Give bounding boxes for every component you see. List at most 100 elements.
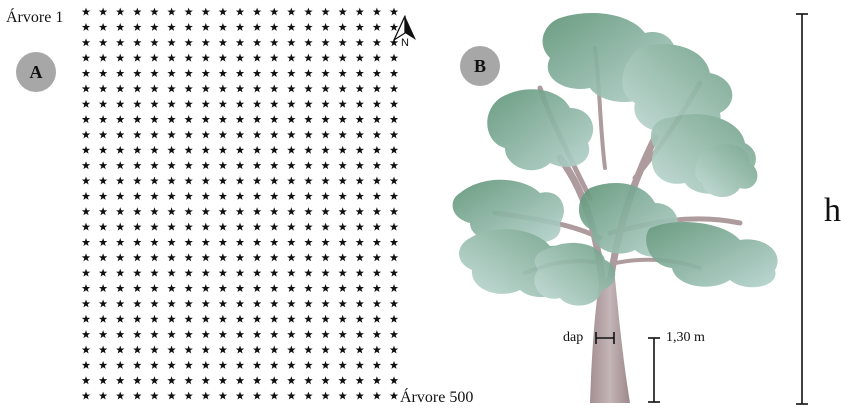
star-marker-icon (373, 238, 381, 246)
star-marker-icon (373, 299, 381, 307)
star-marker-icon (82, 223, 90, 231)
star-marker-icon (356, 8, 364, 16)
star-marker-icon (390, 146, 398, 154)
star-marker-icon (321, 84, 329, 92)
star-marker-icon (390, 392, 398, 400)
star-marker-icon (338, 346, 346, 354)
star-marker-icon (356, 376, 364, 384)
star-marker-icon (82, 146, 90, 154)
star-marker-icon (253, 238, 261, 246)
star-marker-icon (150, 315, 158, 323)
star-marker-icon (338, 392, 346, 400)
star-marker-icon (184, 361, 192, 369)
star-marker-icon (184, 192, 192, 200)
star-marker-icon (82, 161, 90, 169)
star-marker-icon (321, 23, 329, 31)
star-marker-icon (184, 207, 192, 215)
star-marker-icon (373, 161, 381, 169)
star-marker-icon (82, 376, 90, 384)
star-marker-icon (150, 177, 158, 185)
star-marker-icon (253, 269, 261, 277)
star-marker-icon (236, 376, 244, 384)
star-marker-icon (133, 346, 141, 354)
star-marker-icon (270, 315, 278, 323)
star-marker-icon (304, 146, 312, 154)
star-marker-icon (270, 361, 278, 369)
star-marker-icon (99, 130, 107, 138)
star-marker-icon (82, 207, 90, 215)
star-marker-icon (167, 38, 175, 46)
star-marker-icon (236, 330, 244, 338)
star-marker-icon (287, 330, 295, 338)
star-marker-icon (253, 84, 261, 92)
star-marker-icon (236, 392, 244, 400)
star-marker-icon (356, 284, 364, 292)
star-marker-icon (321, 161, 329, 169)
star-marker-icon (373, 146, 381, 154)
star-marker-icon (116, 84, 124, 92)
star-marker-icon (270, 23, 278, 31)
star-marker-icon (390, 207, 398, 215)
star-marker-icon (270, 253, 278, 261)
star-marker-icon (287, 8, 295, 16)
star-marker-icon (270, 177, 278, 185)
star-marker-icon (338, 376, 346, 384)
star-marker-icon (373, 253, 381, 261)
star-marker-icon (167, 238, 175, 246)
star-marker-icon (202, 376, 210, 384)
star-marker-icon (304, 346, 312, 354)
star-marker-icon (373, 115, 381, 123)
star-marker-icon (184, 100, 192, 108)
star-marker-icon (99, 38, 107, 46)
star-marker-icon (390, 223, 398, 231)
star-marker-icon (338, 38, 346, 46)
star-marker-icon (184, 84, 192, 92)
star-marker-icon (253, 192, 261, 200)
star-marker-icon (253, 207, 261, 215)
star-marker-icon (270, 376, 278, 384)
star-marker-icon (321, 8, 329, 16)
star-marker-icon (373, 130, 381, 138)
star-marker-icon (253, 8, 261, 16)
star-marker-icon (133, 161, 141, 169)
star-marker-icon (304, 23, 312, 31)
star-marker-icon (253, 177, 261, 185)
star-marker-icon (270, 207, 278, 215)
star-marker-icon (202, 330, 210, 338)
star-marker-icon (219, 38, 227, 46)
star-marker-icon (321, 238, 329, 246)
star-marker-icon (167, 253, 175, 261)
star-marker-icon (270, 392, 278, 400)
star-marker-icon (184, 146, 192, 154)
star-marker-icon (202, 207, 210, 215)
star-marker-icon (287, 69, 295, 77)
star-marker-icon (116, 361, 124, 369)
star-marker-icon (82, 69, 90, 77)
star-marker-icon (167, 192, 175, 200)
star-marker-icon (321, 38, 329, 46)
star-marker-icon (356, 299, 364, 307)
star-marker-icon (270, 192, 278, 200)
star-marker-icon (373, 23, 381, 31)
star-marker-icon (150, 361, 158, 369)
star-marker-icon (167, 361, 175, 369)
star-marker-icon (236, 284, 244, 292)
star-marker-icon (356, 38, 364, 46)
star-marker-icon (287, 315, 295, 323)
star-marker-icon (356, 330, 364, 338)
star-marker-icon (219, 253, 227, 261)
star-marker-icon (184, 115, 192, 123)
star-marker-icon (304, 69, 312, 77)
star-marker-icon (116, 253, 124, 261)
star-marker-icon (373, 269, 381, 277)
star-marker-icon (150, 115, 158, 123)
star-marker-icon (338, 100, 346, 108)
star-marker-icon (116, 146, 124, 154)
star-marker-icon (150, 146, 158, 154)
star-marker-icon (202, 253, 210, 261)
star-marker-icon (202, 299, 210, 307)
star-marker-icon (356, 146, 364, 154)
star-marker-icon (150, 284, 158, 292)
star-marker-icon (236, 161, 244, 169)
star-marker-icon (373, 330, 381, 338)
